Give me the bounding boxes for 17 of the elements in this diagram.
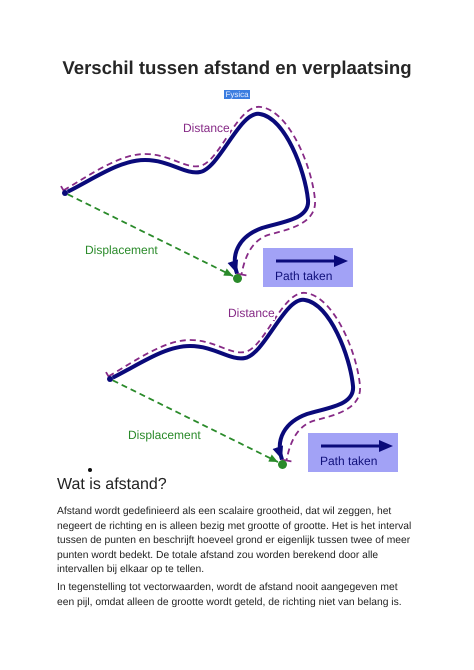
dashed-arrow xyxy=(67,194,234,277)
edge-label: Distance xyxy=(183,121,230,135)
dashed-arrow xyxy=(112,380,278,463)
body-paragraph: In tegenstelling tot vectorwaarden, wordt de afstand nooit aangegeven met een pijl, omdat alleen de grootte wordt geteld, de richting niet van belang is. xyxy=(57,581,403,610)
section-heading: Wat is afstand? xyxy=(57,476,167,494)
edge-label: Displacement xyxy=(128,428,201,442)
end-point-dot xyxy=(278,460,286,468)
start-point-dot xyxy=(107,376,113,382)
end-point-dot xyxy=(232,274,242,282)
legend-label: Path taken xyxy=(275,269,332,283)
start-point-dot xyxy=(62,190,68,196)
category-link: Fysica xyxy=(224,90,250,99)
body-paragraph: Afstand wordt gedefinieerd als een scalaire grootheid, dat wil zeggen, het negeert de richting en is alleen bezig met grootte of grootte. Het is het interval tussen de punten en beschrijft hoeveel grond er eigenlijk tussen twee of meer punten wordt bedekt. De totale afstand zou worden berekend door alle intervallen bij elkaar op te tellen. xyxy=(57,505,412,577)
edge-label: Distance xyxy=(228,306,275,320)
edge-label: Displacement xyxy=(85,243,158,257)
legend-label: Path taken xyxy=(320,454,378,468)
page-title: Verschil tussen afstand en verplaatsing xyxy=(62,57,412,79)
